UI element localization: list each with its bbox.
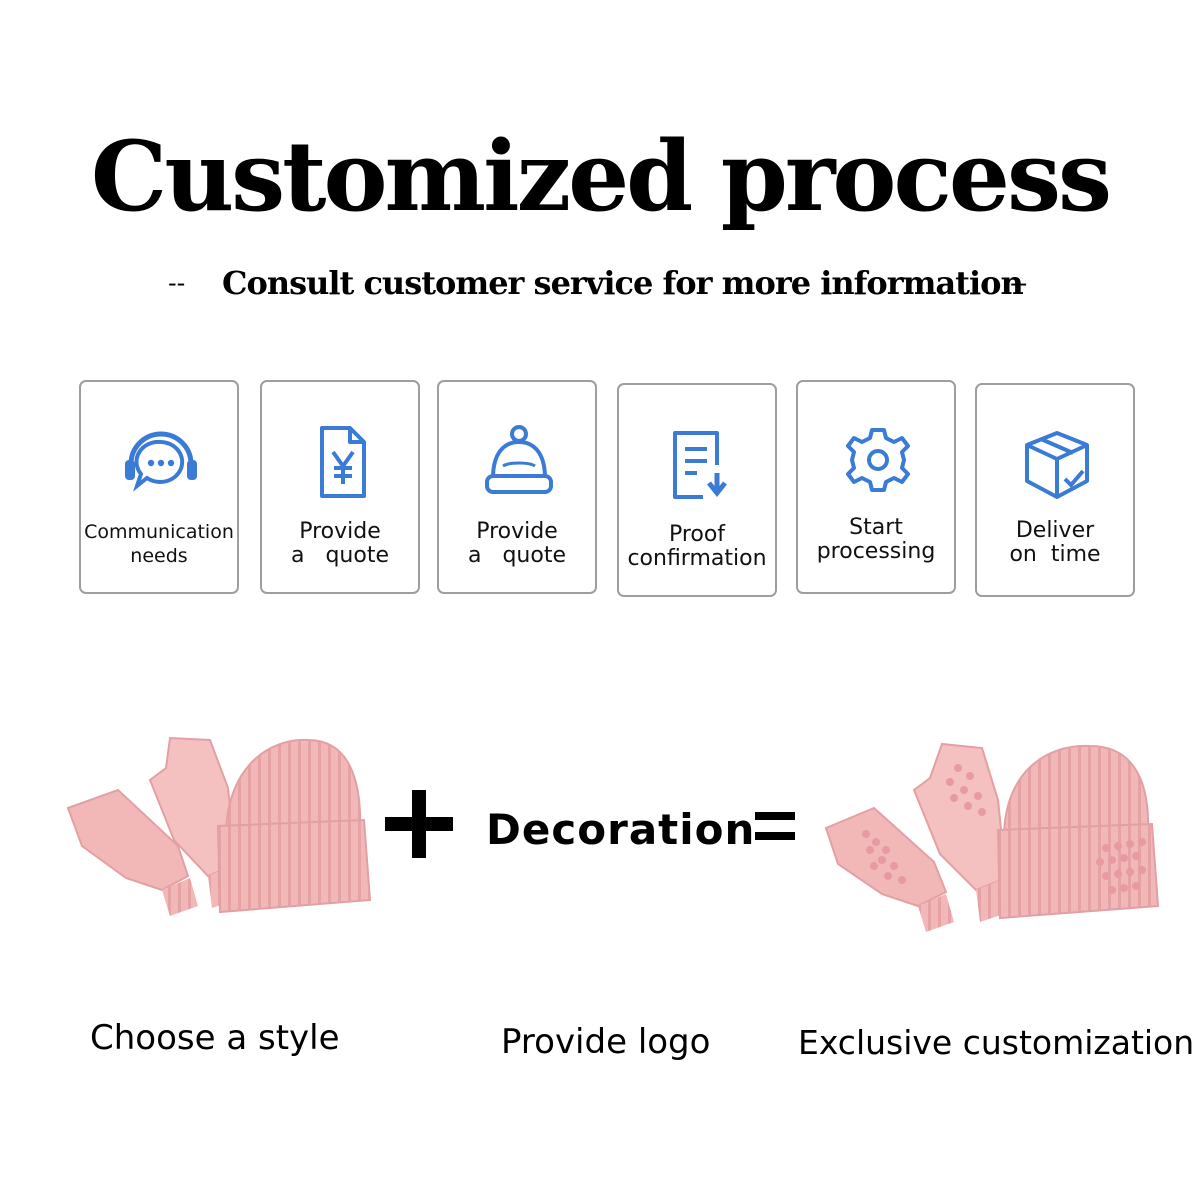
step-card-processing: Start processing — [796, 380, 956, 594]
page-subtitle: Consult customer service for more inform… — [222, 264, 1024, 302]
step-label: Provide a quote — [468, 519, 566, 568]
step-card-quote: Provide a quote — [260, 380, 420, 594]
step-label: Provide a quote — [291, 519, 389, 568]
step-card-quote-2: Provide a quote — [437, 380, 597, 594]
subtitle-row: -- Consult customer service for more inf… — [0, 258, 1200, 308]
caption-exclusive-customization: Exclusive customization — [798, 1023, 1195, 1062]
step-label: Proof confirmation — [627, 522, 767, 571]
step-card-proof: Proof confirmation — [617, 383, 777, 597]
plus-sign — [385, 790, 453, 858]
product-decorated-set — [818, 738, 1178, 938]
caption-provide-logo: Provide logo — [501, 1022, 711, 1062]
beanie-hat-icon — [479, 422, 559, 502]
step-label: Communication needs — [84, 521, 234, 567]
gear-icon — [838, 422, 918, 502]
box-check-icon — [1017, 425, 1097, 505]
step-card-deliver: Deliver on time — [975, 383, 1135, 597]
equals-sign — [755, 812, 795, 840]
step-label: Start processing — [816, 515, 936, 564]
step-label: Deliver on time — [1009, 518, 1101, 567]
subtitle-dash-right: -- — [1010, 269, 1028, 297]
caption-choose-style: Choose a style — [90, 1018, 340, 1058]
product-plain-set — [58, 728, 378, 928]
page-title: Customized process — [90, 120, 1112, 233]
subtitle-dash-left: -- — [168, 269, 186, 297]
yuan-document-icon — [302, 422, 382, 502]
decoration-label: Decoration — [486, 805, 756, 854]
headset-chat-icon — [121, 422, 201, 502]
document-download-icon — [659, 425, 739, 505]
step-card-communication: Communication needs — [79, 380, 239, 594]
